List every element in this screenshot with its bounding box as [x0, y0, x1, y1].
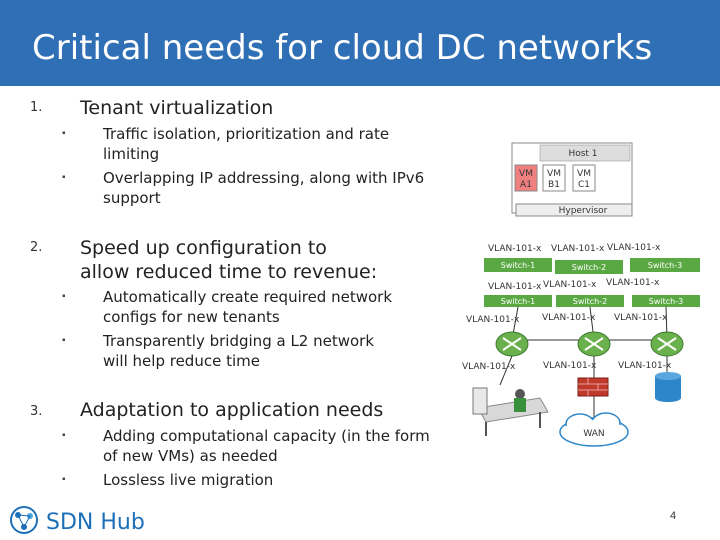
switch-label: Switch-2 [572, 263, 606, 272]
host-label: Host 1 [568, 149, 597, 159]
vm-a1-sub: A1 [520, 180, 532, 190]
switch-1-upper [484, 258, 552, 272]
bullet-icon: ▪ [62, 335, 66, 346]
switch-label: Switch-3 [648, 261, 682, 270]
link-line [499, 355, 513, 386]
hypervisor-bar [515, 203, 633, 217]
bullet-icon: ▪ [62, 291, 66, 302]
vlan-label: VLAN-101-x [466, 315, 520, 325]
section-3-heading: Adaptation to application needs [80, 399, 384, 421]
title-bar [0, 0, 720, 86]
section-2-heading: Speed up configuration to allow reduced … [80, 237, 378, 283]
slide-title: Critical needs for cloud DC networks [32, 28, 653, 68]
switch-label: Switch-3 [649, 297, 683, 306]
database-icon [655, 372, 681, 402]
vm-c1 [572, 164, 596, 192]
wan-label: WAN [583, 429, 604, 439]
vlan-label: VLAN-101-x [488, 244, 542, 254]
vlan-label: VLAN-101-x [462, 362, 516, 372]
vlan-label: VLAN-101-x [606, 278, 660, 288]
vlan-label: VLAN-101-x [551, 244, 605, 254]
bullet-icon: ▪ [62, 430, 66, 441]
section-1-bullet-2: Overlapping IP addressing, along with IP… [103, 169, 425, 207]
vm-c1-label: VM [577, 169, 591, 179]
vm-c1-sub: C1 [578, 180, 590, 190]
workstation-icon [472, 387, 549, 436]
vlan-label: VLAN-101-x [607, 243, 661, 253]
sdn-hub-logo-icon [10, 506, 38, 534]
switch-3-upper [630, 258, 700, 272]
vm-a1-label: VM [519, 169, 533, 179]
router-icon [577, 331, 611, 357]
bullet-icon: ▪ [62, 128, 66, 139]
section-1-heading: Tenant virtualization [80, 97, 274, 119]
switch-1-lower [484, 295, 552, 307]
switch-label: Switch-2 [573, 297, 607, 306]
vm-a1 [514, 164, 538, 192]
section-3-bullet-1: Adding computational capacity (in the fo… [103, 427, 430, 465]
hypervisor-label: Hypervisor [559, 206, 608, 216]
router-icon [650, 331, 684, 357]
switch-3-lower [632, 295, 700, 307]
vlan-label: VLAN-101-x [543, 361, 597, 371]
vlan-label: VLAN-101-x [488, 282, 542, 292]
section-3-number: 3. [30, 404, 43, 419]
firewall-icon [577, 377, 609, 397]
sdn-hub-logo: SDN Hub [46, 510, 145, 535]
wan-cloud-icon [559, 412, 629, 447]
vlan-label: VLAN-101-x [614, 313, 668, 323]
vlan-label: VLAN-101-x [618, 361, 672, 371]
vm-b1 [542, 164, 566, 192]
bullet-icon: ▪ [62, 172, 66, 183]
section-3-bullet-2: Lossless live migration [103, 471, 274, 489]
switch-label: Switch-1 [501, 297, 535, 306]
switch-2-lower [556, 295, 624, 307]
section-2-bullet-1: Automatically create required network co… [103, 288, 393, 326]
switch-2-upper [555, 260, 623, 274]
vm-b1-label: VM [547, 169, 561, 179]
section-1-number: 1. [30, 100, 43, 115]
vlan-label: VLAN-101-x [542, 313, 596, 323]
host-header [539, 144, 631, 162]
switch-label: Switch-1 [501, 261, 535, 270]
page-number: 4 [670, 510, 677, 522]
vlan-label: VLAN-101-x [543, 280, 597, 290]
section-1-bullet-1: Traffic isolation, prioritization and ra… [103, 125, 390, 163]
bullet-icon: ▪ [62, 474, 66, 485]
section-2-number: 2. [30, 240, 43, 255]
vm-b1-sub: B1 [548, 180, 560, 190]
section-2-bullet-2: Transparently bridging a L2 network will… [103, 332, 375, 370]
router-icon [495, 331, 529, 357]
